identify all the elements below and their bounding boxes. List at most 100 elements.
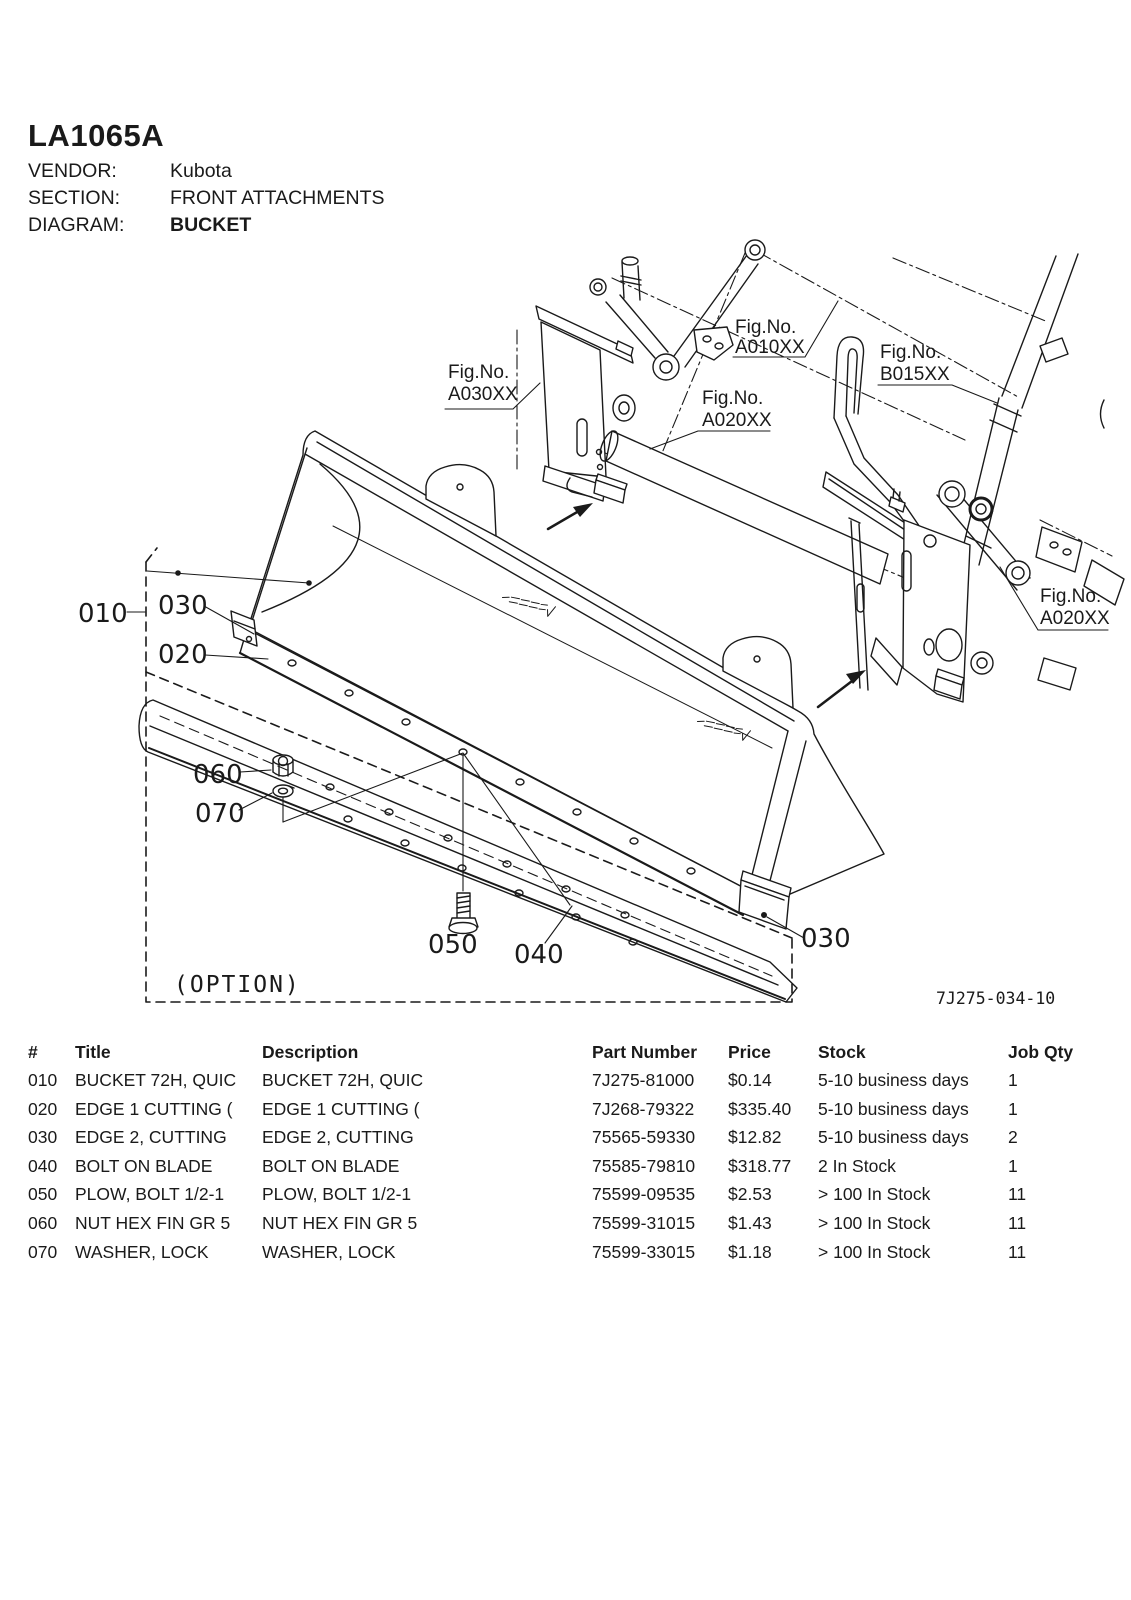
cell-stock: 5-10 business days [818, 1127, 969, 1148]
bucket-body [247, 430, 885, 907]
cell-job_qty: 2 [1008, 1127, 1018, 1148]
callout-030-right: 030 [801, 924, 851, 954]
table-row: 020 EDGE 1 CUTTING ( EDGE 1 CUTTING ( 7J268… [0, 1099, 1131, 1128]
vendor-value: Kubota [170, 160, 232, 182]
cell-job_qty: 1 [1008, 1070, 1018, 1090]
fig-label-a010xx-prefix: Fig.No. [735, 317, 796, 338]
callout-010: 010 [78, 599, 128, 629]
option-box [145, 547, 793, 1003]
cell-stock: 5-10 business days [818, 1098, 969, 1119]
fig-label-a030xx-prefix: Fig.No. [448, 362, 509, 383]
cell-title: EDGE 1 CUTTING ( [75, 1098, 233, 1119]
cell-job_qty: 11 [1008, 1241, 1027, 1262]
cell-part_number: 75565-59330 [592, 1127, 696, 1148]
table-row: 050 PLOW, BOLT 1/2-1 PLOW, BOLT 1/2-1 75599… [0, 1184, 1131, 1213]
cell-num: 060 [28, 1213, 58, 1233]
column-header: Job Qty [1008, 1042, 1074, 1062]
cell-description: BOLT ON BLADE [262, 1155, 400, 1176]
fig-label-a020xx-code: A020XX [702, 410, 772, 431]
callout-060: 060 [193, 760, 243, 790]
cell-stock: > 100 In Stock [818, 1184, 931, 1205]
cell-price: $2.53 [728, 1184, 772, 1205]
cell-part_number: 75599-33015 [592, 1241, 696, 1262]
cell-title: PLOW, BOLT 1/2-1 [75, 1184, 225, 1205]
cell-job_qty: 11 [1008, 1213, 1027, 1233]
assembly-arrows [546, 503, 866, 709]
cell-part_number: 75599-09535 [592, 1184, 696, 1205]
cell-title: BUCKET 72H, QUIC [75, 1070, 237, 1090]
fig-label-a010xx-code: A010XX [735, 337, 805, 358]
option-label: (OPTION) [174, 972, 301, 998]
leader-lines [126, 300, 1109, 944]
column-header: Description [262, 1042, 359, 1062]
fig-label-b015xx-code: B015XX [880, 364, 950, 385]
cell-part_number: 75599-31015 [592, 1213, 696, 1233]
cutting-edge [230, 610, 792, 930]
cell-part_number: 7J268-79322 [592, 1098, 695, 1119]
lock-washer [272, 784, 295, 798]
bolt-on-blade [138, 699, 798, 1003]
cell-price: $12.82 [728, 1127, 782, 1148]
drawing-number: 7J275-034-10 [936, 989, 1055, 1008]
cell-stock: 5-10 business days [818, 1070, 969, 1090]
column-header: Part Number [592, 1042, 698, 1062]
right-coupler-assembly [822, 253, 1125, 703]
cell-stock: > 100 In Stock [818, 1213, 931, 1233]
cell-job_qty: 1 [1008, 1098, 1018, 1119]
table-row: 010 BUCKET 72H, QUIC BUCKET 72H, QUIC 7J275… [0, 1070, 1131, 1099]
diagram-value: BUCKET [170, 214, 252, 236]
fig-label-a030xx-code: A030XX [448, 384, 518, 405]
cell-num: 040 [28, 1155, 58, 1176]
hitch-tube [599, 430, 889, 585]
table-row: 040 BOLT ON BLADE BOLT ON BLADE 75585-79810… [0, 1156, 1131, 1185]
cell-num: 020 [28, 1098, 58, 1119]
cell-description: NUT HEX FIN GR 5 [262, 1213, 418, 1233]
page-title: LA1065A [28, 118, 165, 153]
section-value: FRONT ATTACHMENTS [170, 187, 385, 209]
hex-nut [272, 754, 294, 777]
section-row: SECTION: FRONT ATTACHMENTS [28, 187, 385, 210]
table-row: 070 WASHER, LOCK WASHER, LOCK 75599-33015 $1… [0, 1242, 1131, 1271]
callout-030: 030 [158, 591, 208, 621]
plow-bolt [448, 892, 479, 935]
cell-description: EDGE 1 CUTTING ( [262, 1098, 420, 1119]
cell-num: 030 [28, 1127, 58, 1148]
vendor-row: VENDOR: Kubota [28, 160, 232, 183]
diagram-label: DIAGRAM: [28, 214, 125, 236]
cell-num: 050 [28, 1184, 58, 1205]
callout-050: 050 [428, 930, 478, 960]
fig-label-a020xx-right-prefix: Fig.No. [1040, 586, 1101, 607]
cell-title: BOLT ON BLADE [75, 1155, 213, 1176]
callout-070: 070 [195, 799, 245, 829]
callout-020: 020 [158, 640, 208, 670]
cell-part_number: 7J275-81000 [592, 1070, 695, 1090]
column-header: # [28, 1042, 38, 1062]
fig-label-a020xx-prefix: Fig.No. [702, 388, 763, 409]
fig-label-a020xx-right-code: A020XX [1040, 608, 1110, 629]
cell-price: $318.77 [728, 1155, 792, 1176]
cell-price: $1.43 [728, 1213, 772, 1233]
cell-job_qty: 1 [1008, 1155, 1018, 1176]
cell-part_number: 75585-79810 [592, 1155, 696, 1176]
cell-description: PLOW, BOLT 1/2-1 [262, 1184, 412, 1205]
column-header: Title [75, 1042, 111, 1062]
column-header: Stock [818, 1042, 866, 1062]
cell-title: WASHER, LOCK [75, 1241, 209, 1262]
cell-description: WASHER, LOCK [262, 1241, 396, 1262]
cell-job_qty: 11 [1008, 1184, 1027, 1205]
fig-label-b015xx-prefix: Fig.No. [880, 342, 941, 363]
cell-price: $1.18 [728, 1241, 772, 1262]
vendor-label: VENDOR: [28, 160, 117, 182]
cell-price: $335.40 [728, 1098, 792, 1119]
cell-description: BUCKET 72H, QUIC [262, 1070, 424, 1090]
callout-040: 040 [514, 940, 564, 970]
cell-num: 010 [28, 1070, 58, 1090]
diagram-row: DIAGRAM: BUCKET [28, 214, 251, 237]
section-label: SECTION: [28, 187, 121, 209]
cell-description: EDGE 2, CUTTING [262, 1127, 414, 1148]
left-coupler-assembly [535, 239, 766, 504]
cell-num: 070 [28, 1241, 58, 1262]
